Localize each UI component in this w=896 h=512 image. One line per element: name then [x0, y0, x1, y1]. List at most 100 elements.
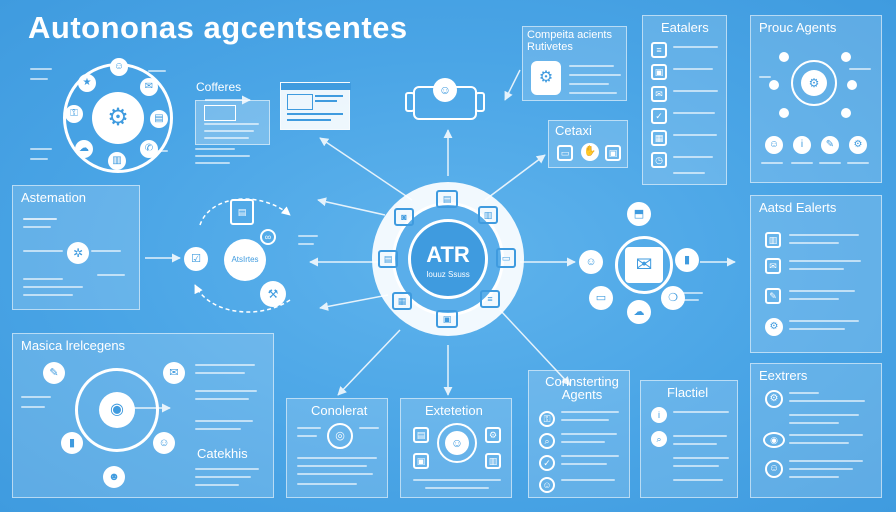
panel-extetetion: Extetetion ☺ ▤ ⚙ ▣ ▥: [400, 398, 512, 498]
grid-icon: ▦: [651, 130, 667, 146]
panel-conolerat: Conolerat ◎: [286, 398, 388, 498]
check-icon: ✓: [539, 455, 555, 471]
panel-prouc-agents: Prouc Agents ⚙ ☺ i ✎ ⚙: [750, 15, 882, 183]
page-title: Autononas agcentsentes: [28, 10, 408, 45]
hub-ring: [75, 368, 159, 452]
phone-icon: ▮: [61, 432, 83, 454]
phone-icon: ▮: [675, 248, 699, 272]
network-icon: ✲: [67, 242, 89, 264]
mail-icon-ring: [615, 236, 673, 294]
top-left-hub-diagram: ⚙ ☺ ✉ ▤ ✆ ▥ ☁ ⚿ ★: [30, 58, 180, 180]
browser-card: [280, 82, 351, 130]
gear-icon: ⚙: [485, 427, 501, 443]
location-icon: ◉: [99, 392, 135, 428]
tablet-icon: ▭: [496, 248, 516, 268]
user-icon: ☺: [765, 136, 783, 154]
clipboard-icon: ▤: [230, 199, 254, 225]
card-icon: ▦: [392, 292, 412, 310]
clock-icon: ◷: [651, 152, 667, 168]
gear-icon: ⚙: [92, 92, 144, 144]
box-icon: ▣: [605, 145, 621, 161]
desk-icon: ▣: [436, 310, 458, 328]
user-icon: ☺: [765, 460, 783, 478]
hub-ring: [437, 423, 477, 463]
agent-node-label: AtsIrtes: [231, 255, 259, 264]
info-icon: i: [651, 407, 667, 423]
folder-icon: ▭: [589, 286, 613, 310]
chat-icon: ✎: [765, 288, 781, 304]
user-icon: ☺: [110, 58, 128, 76]
lock-icon: ⚿: [65, 105, 83, 123]
chart-icon: ▥: [485, 453, 501, 469]
panel-astemation: Astemation ✲: [12, 185, 140, 310]
agent-icon: ☺: [445, 431, 469, 455]
box-icon: ▣: [413, 453, 429, 469]
panel-compeita: Compeita acients Rutivetes ⚙: [522, 26, 627, 101]
checklist-icon: ☑: [184, 247, 208, 271]
robot-icon: ☺: [405, 72, 485, 122]
panel-eextrers: Eextrers ⚙ ◉ ☺: [750, 363, 882, 498]
hub-main-label: ATR: [426, 242, 470, 267]
chat-icon: ✉: [163, 362, 185, 384]
hub-sub-label: Iouuz Ssuss: [426, 270, 470, 279]
doc-icon: ▤: [436, 190, 458, 208]
people-icon: ☺: [153, 432, 175, 454]
user-icon: ☺: [539, 477, 555, 493]
panel-flactiel: Flactiel i ⌕: [640, 380, 738, 498]
bar-chart-icon: ▥: [765, 232, 781, 248]
check-icon: ✓: [651, 108, 667, 124]
target-icon: ◎: [327, 423, 353, 449]
card-icon: ▭: [557, 145, 573, 161]
inbox-icon: ⬒: [627, 202, 651, 226]
star-icon: ★: [78, 74, 96, 92]
gear-icon: ⚙: [765, 390, 783, 408]
hand-icon: ✋: [581, 143, 599, 161]
link-icon: ∞: [260, 229, 276, 245]
doc-icon: ▥: [108, 152, 126, 170]
gear-icon: ⚙: [765, 318, 783, 336]
cycle-diagram: ▤ ☑ AtsIrtes ∞ ⚒: [180, 195, 320, 315]
cloud-icon: ☁: [627, 300, 651, 324]
mail-icon: ✉: [140, 78, 158, 96]
cofferes-label: Cofferes: [196, 80, 242, 94]
phone-icon: ✆: [140, 140, 158, 158]
search-icon: ⌕: [651, 431, 667, 447]
mail-cluster: ✉ ⬒ ☺ ▮ ▭ ☁ ❍: [575, 200, 705, 330]
eye-icon: ◉: [763, 432, 785, 448]
user-icon: ☺: [579, 250, 603, 274]
lock-icon: ⚿: [539, 411, 555, 427]
settings-icon: ⚙: [849, 136, 867, 154]
camera-icon: ◙: [394, 208, 414, 226]
user-icon: ☻: [103, 466, 125, 488]
mail-icon: ✉: [765, 258, 781, 274]
panel-cetaxi: Cetaxi ▭ ✋ ▣: [548, 120, 628, 168]
mail-icon: ✉: [625, 247, 663, 283]
chart-icon: ▥: [478, 206, 498, 224]
agent-icon: AtsIrtes: [224, 239, 266, 281]
image-icon: ▣: [651, 64, 667, 80]
catekhis-label: Catekhis: [197, 446, 248, 461]
tools-icon: ⚒: [260, 281, 286, 307]
chart-icon: ▤: [150, 110, 168, 128]
cofferes-card: [195, 100, 270, 145]
panel-eatalers: Eatalers ≡ ▣ ✉ ✓ ▦ ◷: [642, 15, 727, 185]
cloud-icon: ☁: [75, 140, 93, 158]
robot-icon: ⚙: [531, 61, 561, 95]
chat-icon: ✎: [821, 136, 839, 154]
hub-ring: [791, 60, 837, 106]
mail-icon: ✉: [651, 86, 667, 102]
bubble-icon: ❍: [661, 286, 685, 310]
info-icon: i: [793, 136, 811, 154]
search-icon: ⌕: [539, 433, 555, 449]
list-icon: ≡: [651, 42, 667, 58]
panel-connsterting-agents: Connsterting Agents ⚿ ⌕ ✓ ☺: [528, 370, 630, 498]
files-icon: ▤: [378, 250, 398, 268]
doc-icon: ▤: [413, 427, 429, 443]
gear-icon: ⚙: [801, 70, 827, 96]
list-icon: ≡: [480, 290, 500, 308]
panel-aatsd-ealerts: Aatsd Ealerts ▥ ✉ ✎ ⚙: [750, 195, 882, 353]
central-hub: ATR Iouuz Ssuss ▤ ▥ ▭ ≡ ▣ ▦ ▤ ◙: [372, 182, 524, 336]
panel-masica: Masica lrelcegens ◉ ✎ ✉ ▮ ☺ ☻ Catekhis: [12, 333, 274, 498]
cofferes-notes: [195, 148, 275, 168]
tools-icon: ✎: [43, 362, 65, 384]
